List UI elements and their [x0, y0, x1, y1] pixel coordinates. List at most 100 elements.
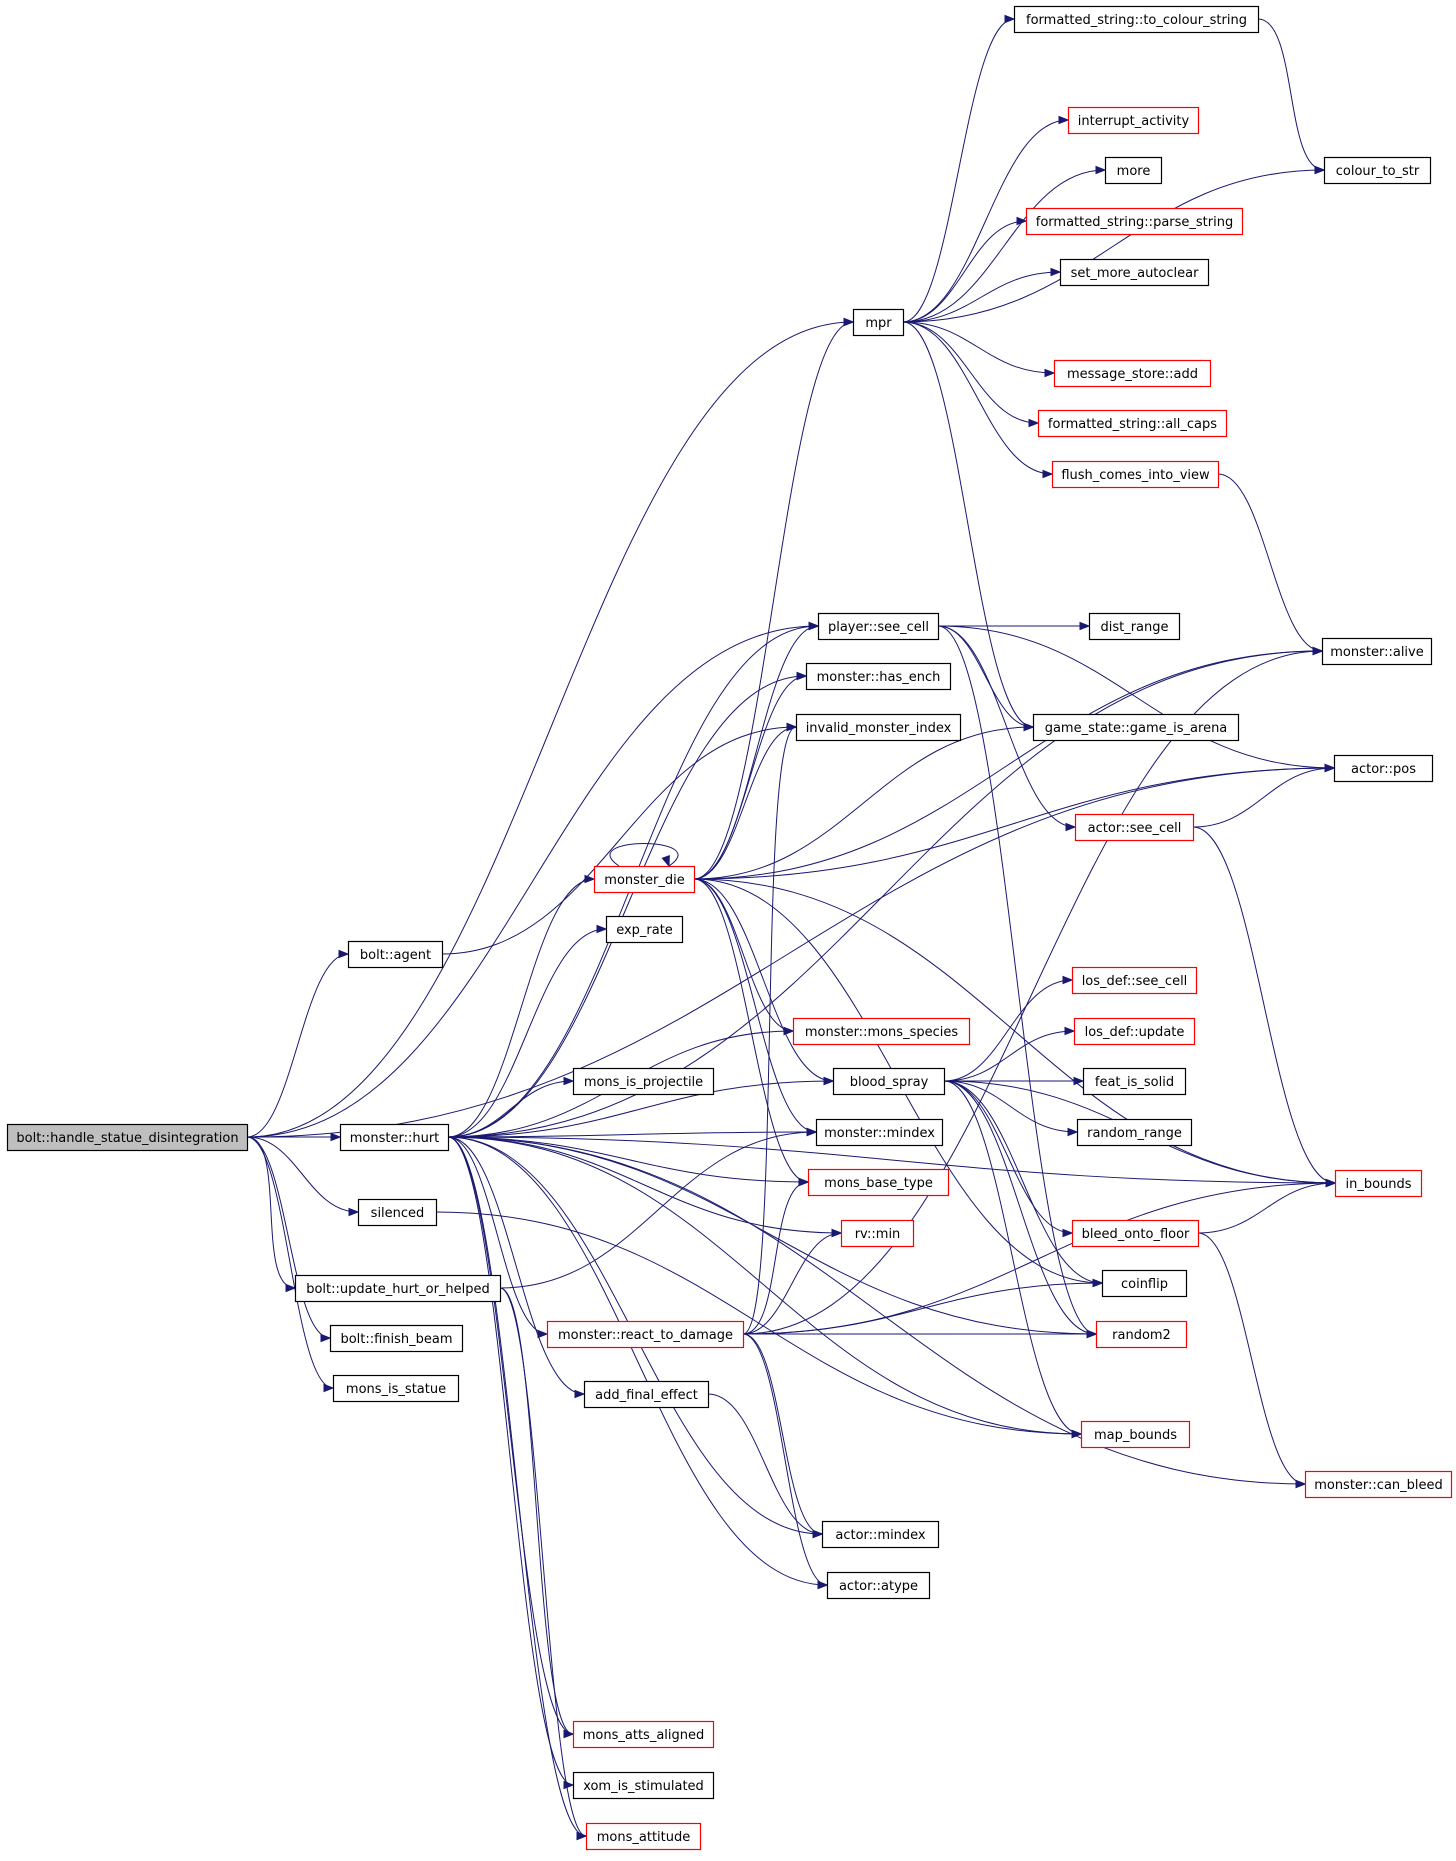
- node-random-range[interactable]: random_range: [1076, 1118, 1193, 1147]
- node-react[interactable]: monster::react_to_damage: [546, 1320, 745, 1349]
- node-box: [1025, 207, 1244, 236]
- edge-mpr-to-fs_allcaps: [902, 321, 1040, 428]
- node-mon-mindex[interactable]: monster::mindex: [815, 1118, 944, 1147]
- node-interrupt[interactable]: interrupt_activity: [1067, 106, 1200, 135]
- node-label: formatted_string::parse_string: [1036, 215, 1233, 230]
- node-atts-aligned[interactable]: mons_atts_aligned: [572, 1720, 715, 1749]
- edge-mpr-to-msg_add: [902, 321, 1056, 378]
- node-mons-proj[interactable]: mons_is_projectile: [572, 1067, 715, 1096]
- node-silenced[interactable]: silenced: [357, 1198, 438, 1227]
- node-label: monster::mons_species: [805, 1025, 959, 1040]
- node-game-arena[interactable]: game_state::game_is_arena: [1032, 713, 1240, 742]
- node-flush[interactable]: flush_comes_into_view: [1051, 460, 1220, 489]
- node-can-bleed[interactable]: monster::can_bleed: [1304, 1470, 1453, 1499]
- node-finish-beam[interactable]: bolt::finish_beam: [329, 1324, 464, 1353]
- edge-player_see-to-actor_see: [937, 625, 1077, 832]
- node-label: flush_comes_into_view: [1061, 468, 1210, 483]
- node-msg-add[interactable]: message_store::add: [1053, 359, 1212, 388]
- edge-mpr-to-more: [902, 165, 1107, 323]
- node-box: [1095, 1320, 1188, 1349]
- node-box: [1071, 1219, 1200, 1248]
- edge-react-to-alive: [742, 646, 1324, 1335]
- node-add-final[interactable]: add_final_effect: [583, 1380, 710, 1409]
- edge-monster_die-to-blood_spray: [693, 878, 835, 1086]
- edge-blood_spray-to-bleed: [943, 1080, 1074, 1238]
- node-label: monster::hurt: [350, 1131, 440, 1146]
- node-monster-die[interactable]: monster_die: [593, 865, 696, 894]
- edge-react-to-actor_mindex: [742, 1333, 824, 1539]
- node-box: [347, 940, 444, 969]
- node-set-more[interactable]: set_more_autoclear: [1059, 258, 1210, 287]
- node-box: [852, 308, 905, 337]
- node-root[interactable]: bolt::handle_statue_disintegration: [6, 1123, 249, 1152]
- node-mpr[interactable]: mpr: [852, 308, 905, 337]
- node-feat-solid[interactable]: feat_is_solid: [1082, 1067, 1187, 1096]
- node-label: silenced: [371, 1206, 425, 1221]
- edge-update_hurt-to-mon_mindex: [499, 1127, 818, 1289]
- node-box: [572, 1771, 715, 1800]
- edge-actor_see-to-in_bounds: [1192, 826, 1337, 1188]
- node-mons-base[interactable]: mons_base_type: [807, 1168, 950, 1197]
- node-dist-range[interactable]: dist_range: [1088, 612, 1181, 641]
- node-fs-allcaps[interactable]: formatted_string::all_caps: [1037, 409, 1228, 438]
- edge-root-to-update_hurt: [246, 1136, 297, 1293]
- node-label: los_def::update: [1085, 1025, 1185, 1040]
- edge-blood_spray-to-los_update: [943, 1026, 1076, 1082]
- node-box: [792, 1017, 971, 1046]
- node-box: [1334, 1169, 1423, 1198]
- edge-root-to-silenced: [246, 1136, 360, 1217]
- node-label: mpr: [865, 316, 892, 331]
- edge-monster_hurt-to-mon_mindex: [447, 1127, 818, 1138]
- node-label: bolt::finish_beam: [340, 1332, 452, 1347]
- node-coinflip[interactable]: coinflip: [1101, 1269, 1188, 1298]
- node-box: [583, 1380, 710, 1409]
- node-invalid-mi[interactable]: invalid_monster_index: [795, 713, 962, 742]
- node-label: bolt::update_hurt_or_helped: [306, 1282, 490, 1297]
- node-exp-rate[interactable]: exp_rate: [605, 915, 684, 944]
- node-has-ench[interactable]: monster::has_ench: [805, 662, 952, 691]
- node-actor-pos[interactable]: actor::pos: [1333, 754, 1434, 783]
- node-random2[interactable]: random2: [1095, 1320, 1188, 1349]
- node-actor-see[interactable]: actor::see_cell: [1074, 813, 1195, 842]
- node-monster-hurt[interactable]: monster::hurt: [339, 1123, 450, 1152]
- node-player-see[interactable]: player::see_cell: [817, 612, 940, 641]
- node-actor-mindex[interactable]: actor::mindex: [821, 1520, 940, 1549]
- edge-root-to-mpr: [246, 317, 855, 1138]
- node-box: [1074, 813, 1195, 842]
- node-fs-parse[interactable]: formatted_string::parse_string: [1025, 207, 1244, 236]
- node-alive[interactable]: monster::alive: [1321, 637, 1433, 666]
- node-label: bolt::handle_statue_disintegration: [16, 1131, 238, 1146]
- node-mons-species[interactable]: monster::mons_species: [792, 1017, 971, 1046]
- edge-mpr-to-flush: [902, 321, 1054, 479]
- node-in-bounds[interactable]: in_bounds: [1334, 1169, 1423, 1198]
- edge-monster_die-to-alive: [693, 646, 1324, 880]
- edge-monster_die-to-invalid_mi: [693, 722, 798, 880]
- edge-monster_die-to-actor_pos: [693, 763, 1336, 880]
- node-update-hurt[interactable]: bolt::update_hurt_or_helped: [294, 1274, 502, 1303]
- node-label: more: [1117, 164, 1151, 179]
- node-label: monster::alive: [1330, 645, 1423, 660]
- node-box: [294, 1274, 502, 1303]
- node-mons-att[interactable]: mons_attitude: [585, 1822, 702, 1851]
- node-map-bounds[interactable]: map_bounds: [1080, 1420, 1191, 1449]
- node-label: in_bounds: [1345, 1177, 1411, 1192]
- node-box: [826, 1571, 931, 1600]
- node-los-update[interactable]: los_def::update: [1073, 1017, 1196, 1046]
- edge-monster_die-to-mon_mindex: [693, 878, 818, 1137]
- node-box: [1304, 1470, 1453, 1499]
- edge-blood_spray-to-los_see: [943, 975, 1074, 1082]
- node-colour-to-str[interactable]: colour_to_str: [1323, 156, 1432, 185]
- node-label: bleed_onto_floor: [1082, 1227, 1190, 1242]
- node-fs-to-colour[interactable]: formatted_string::to_colour_string: [1013, 5, 1260, 34]
- node-more[interactable]: more: [1104, 156, 1163, 185]
- node-actor-atype[interactable]: actor::atype: [826, 1571, 931, 1600]
- node-rv-min[interactable]: rv::min: [840, 1219, 915, 1248]
- node-xom[interactable]: xom_is_stimulated: [572, 1771, 715, 1800]
- node-mons-is-statue[interactable]: mons_is_statue: [332, 1374, 460, 1403]
- node-blood-spray[interactable]: blood_spray: [832, 1067, 946, 1096]
- node-los-see[interactable]: los_def::see_cell: [1071, 966, 1198, 995]
- node-bolt-agent[interactable]: bolt::agent: [347, 940, 444, 969]
- node-bleed[interactable]: bleed_onto_floor: [1071, 1219, 1200, 1248]
- edge-blood_spray-to-random_range: [943, 1080, 1079, 1137]
- node-box: [1059, 258, 1210, 287]
